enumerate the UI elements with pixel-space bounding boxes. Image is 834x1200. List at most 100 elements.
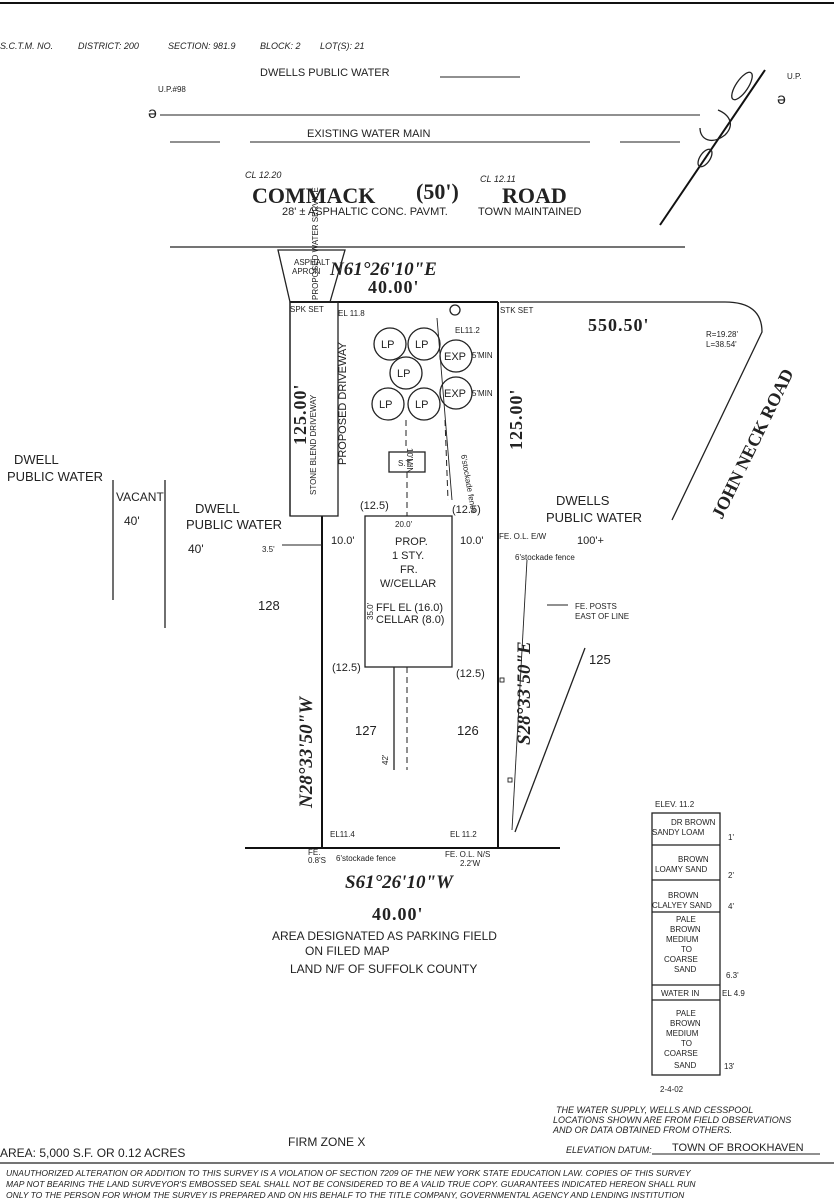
five-min-1: 5'MIN <box>472 351 493 360</box>
dwell-left-2: PUBLIC WATER <box>7 469 103 484</box>
distance-42: 42' <box>381 754 390 765</box>
lot-125-leader <box>514 647 586 833</box>
south-bearing: S61°26'10"W <box>345 872 454 893</box>
stockade-fence-east: 6'stockade fence <box>515 553 575 562</box>
offset-3-5: 3.5' <box>262 545 275 554</box>
el-northeast: EL11.2 <box>455 326 480 335</box>
house-line-3: FR. <box>400 564 418 576</box>
house-depth: 35.0' <box>366 602 375 620</box>
fence-post-2 <box>507 777 513 783</box>
soil-depth-1: 1' <box>728 833 734 842</box>
west-distance: 125.00' <box>290 383 310 445</box>
lot-125: 125 <box>589 652 611 667</box>
note-2: LOCATIONS SHOWN ARE FROM FIELD OBSERVATI… <box>553 1115 791 1125</box>
soil-layer-5: WATER IN <box>661 989 699 998</box>
cellar-elevation: CELLAR (8.0) <box>376 614 444 626</box>
road-paving: 28' ± ASPHALTIC CONC. PAVMT. <box>282 206 448 218</box>
house-line-1: PROP. <box>395 536 428 548</box>
septic-tank-label: S.T. <box>398 459 412 468</box>
soil-layer-4f: SAND <box>674 965 696 974</box>
note-3: AND OR DATA OBTAINED FROM OTHERS. <box>552 1125 732 1135</box>
soil-elevation: ELEV. 11.2 <box>655 800 695 809</box>
soil-layer-4c: MEDIUM <box>666 935 699 944</box>
proposed-driveway-label: PROPOSED DRIVEWAY <box>337 341 349 465</box>
elevation-datum: TOWN OF BROOKHAVEN <box>672 1142 804 1154</box>
dwells-right-2: PUBLIC WATER <box>546 510 642 525</box>
cl-left: CL 12.20 <box>245 170 281 180</box>
soil-layer-4b: BROWN <box>670 925 701 934</box>
dwell-mid-1: DWELL <box>195 501 240 516</box>
utility-pole-98: U.P.#98 <box>158 85 186 94</box>
soil-layer-4e: COARSE <box>664 955 698 964</box>
fence-offset-ew: FE. O.L. E/W <box>499 532 547 541</box>
setback-ne: (12.5) <box>452 504 481 516</box>
firm-zone: FIRM ZONE X <box>288 1135 365 1149</box>
lot-127: 127 <box>355 723 377 738</box>
east-of-line: EAST OF LINE <box>575 612 629 621</box>
disclaimer-3: ONLY TO THE PERSON FOR WHOM THE SURVEY I… <box>6 1190 685 1200</box>
setback-se: (12.5) <box>456 668 485 680</box>
soil-layer-6f: SAND <box>674 1061 696 1070</box>
fence-posts: FE. POSTS <box>575 602 617 611</box>
stockade-fence-south: 6'stockade fence <box>336 854 396 863</box>
soil-layer-6d: TO <box>681 1039 692 1048</box>
road-name-left: COMMACK <box>252 183 375 208</box>
soil-layer-2a: BROWN <box>678 855 709 864</box>
existing-water-main: EXISTING WATER MAIN <box>307 128 431 140</box>
sctm-label: S.C.T.M. NO. <box>0 41 53 51</box>
ten-min-label: 10'MIN <box>405 448 414 473</box>
utility-pole-symbol-left: ə <box>148 105 157 122</box>
spk-set: SPK SET <box>290 305 324 314</box>
ffl-elevation: FFL EL (16.0) <box>376 602 443 614</box>
soil-layer-1a: DR BROWN <box>671 818 716 827</box>
lp-3: LP <box>397 368 410 380</box>
soil-layer-6e: COARSE <box>664 1049 698 1058</box>
block-label: BLOCK: 2 <box>260 41 301 51</box>
soil-layer-4d: TO <box>681 945 692 954</box>
setback-sw: (12.5) <box>332 662 361 674</box>
note-1: THE WATER SUPPLY, WELLS AND CESSPOOL <box>556 1105 753 1115</box>
road-width: (50') <box>416 179 459 204</box>
parking-1: AREA DESIGNATED AS PARKING FIELD <box>272 929 497 943</box>
el-northwest: EL 11.8 <box>338 309 365 318</box>
dwell-left-1: DWELL <box>14 452 59 467</box>
north-bearing: N61°26'10"E <box>329 259 437 280</box>
soil-depth-5: EL 4.9 <box>722 989 745 998</box>
stk-set: STK SET <box>500 306 533 315</box>
soil-date: 2-4-02 <box>660 1085 684 1094</box>
north-distance: 40.00' <box>368 277 420 297</box>
stone-blend-label: STONE BLEND DRIVEWAY <box>309 394 318 495</box>
dwells-public-water-north: DWELLS PUBLIC WATER <box>260 67 390 79</box>
monument-marker <box>449 304 461 316</box>
cl-right: CL 12.11 <box>480 174 516 184</box>
asphalt-apron-label-a: ASPHALT <box>294 258 330 267</box>
area-label: AREA: 5,000 S.F. OR 0.12 ACRES <box>0 1146 185 1160</box>
soil-layer-6c: MEDIUM <box>666 1029 699 1038</box>
fence-sw-1: FE. <box>308 848 320 857</box>
fence-post-1 <box>499 677 505 683</box>
water-service-label: PROPOSED WATER SERVICE <box>311 187 320 300</box>
soil-layer-1b: SANDY LOAM <box>652 828 705 837</box>
exp-1: EXP <box>444 351 466 363</box>
fence-line-diagonal <box>436 317 453 501</box>
distance-to-corner: 550.50' <box>588 315 650 335</box>
exp-2: EXP <box>444 388 466 400</box>
dwell-mid-width: 40' <box>188 542 204 556</box>
side-setback-right: 10.0' <box>460 535 484 547</box>
curve-length: L=38.54' <box>706 340 737 349</box>
soil-layer-3a: BROWN <box>668 891 699 900</box>
vacant-width: 40' <box>124 514 140 528</box>
west-bearing: N28°33'50"W <box>296 696 317 809</box>
lp-1: LP <box>381 339 394 351</box>
five-min-2: 5'MIN <box>472 389 493 398</box>
sanitary-line <box>444 419 449 501</box>
dwell-mid-2: PUBLIC WATER <box>186 517 282 532</box>
el-southeast: EL 11.2 <box>450 830 477 839</box>
road-name-right: ROAD <box>502 183 567 208</box>
side-setback-left: 10.0' <box>331 535 355 547</box>
disclaimer-2: MAP NOT BEARING THE LAND SURVEYOR'S EMBO… <box>6 1179 696 1189</box>
lot-126: 126 <box>457 723 479 738</box>
utility-pole-symbol-right: ə <box>777 91 786 108</box>
dwells-right-1: DWELLS <box>556 493 610 508</box>
